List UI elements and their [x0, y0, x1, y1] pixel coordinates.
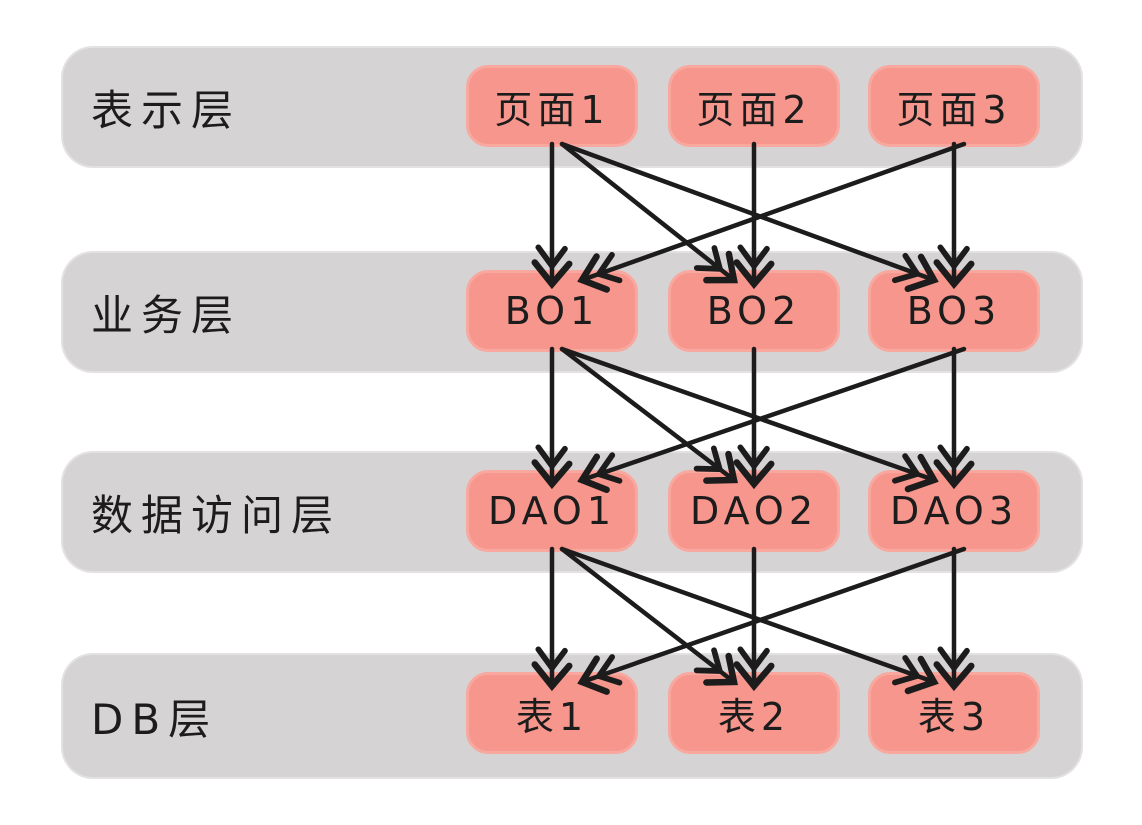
node-table-2: 表2 [668, 672, 840, 754]
node-bo-2: BO2 [668, 270, 840, 352]
layer-band-business: 业务层 BO1 BO2 BO3 [63, 253, 1081, 371]
node-table-1: 表1 [466, 672, 638, 754]
layer-band-db: DB层 表1 表2 表3 [63, 655, 1081, 777]
node-dao-1: DAO1 [466, 470, 638, 552]
layer-label-data-access: 数据访问层 [91, 490, 342, 540]
layer-label-business: 业务层 [91, 290, 242, 340]
node-page-3: 页面3 [868, 65, 1040, 147]
node-table-3: 表3 [868, 672, 1040, 754]
layer-label-db: DB层 [91, 694, 219, 744]
node-dao-3: DAO3 [868, 470, 1040, 552]
layer-band-data-access: 数据访问层 DAO1 DAO2 DAO3 [63, 453, 1081, 571]
layer-band-presentation: 表示层 页面1 页面2 页面3 [63, 48, 1081, 166]
node-page-2: 页面2 [668, 65, 840, 147]
node-bo-3: BO3 [868, 270, 1040, 352]
node-page-1: 页面1 [466, 65, 638, 147]
node-dao-2: DAO2 [668, 470, 840, 552]
node-bo-1: BO1 [466, 270, 638, 352]
layer-label-presentation: 表示层 [91, 85, 242, 135]
